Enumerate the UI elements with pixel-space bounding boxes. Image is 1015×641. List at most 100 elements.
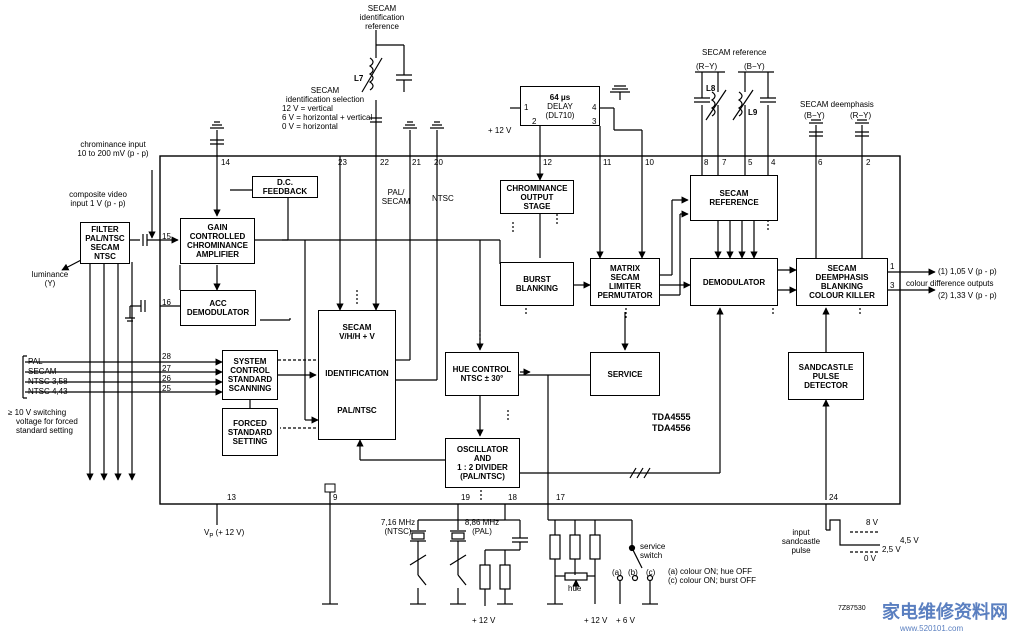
output-1-label: (1) 1,05 V (p - p) <box>938 267 997 276</box>
plus6-label: + 6 V <box>616 616 635 625</box>
pin-26: 26 <box>162 374 171 383</box>
forced-line-3: SETTING <box>232 436 268 446</box>
vp-subscript: P <box>209 533 214 540</box>
hue-line-2: NTSC ± 30° <box>460 374 504 383</box>
std-ntsc358: NTSC 3,58 <box>28 377 68 386</box>
chroma-in-1: chrominance input <box>80 140 146 149</box>
sandcastle-line-3: DETECTOR <box>804 380 848 390</box>
figure-code: 7Z87530 <box>838 605 866 612</box>
l8-label: L8 <box>706 84 716 93</box>
burst-blanking-block: BURST BLANKING <box>500 262 574 306</box>
secam-deemphasis-label: SECAM deemphasis <box>800 100 874 109</box>
burst-line-1: BURST <box>523 275 551 284</box>
sc-input-2: sandcastle <box>781 537 821 546</box>
osc-line-2: AND <box>473 454 492 463</box>
delay-line-3: (DL710) <box>545 110 575 120</box>
service-block: SERVICE <box>590 352 660 396</box>
pin-1: 1 <box>890 262 895 271</box>
switch-legend: (a) colour ON; hue OFF (c) colour ON; bu… <box>668 567 756 585</box>
switch-legend-c: (c) colour ON; burst OFF <box>668 576 757 585</box>
acc-demodulator-block: ACC DEMODULATOR <box>180 290 256 326</box>
chip-name-2: TDA4556 <box>652 423 691 433</box>
pin-10: 10 <box>645 158 654 167</box>
chroma-out-line-3: STAGE <box>523 201 551 211</box>
pin-11: 11 <box>603 158 612 167</box>
secam-id-selection-label: SECAM identification selection <box>270 86 380 104</box>
pin-21: 21 <box>412 158 421 167</box>
switch-a-label: (a) <box>612 568 622 577</box>
std-secam: SECAM <box>28 367 57 376</box>
pin-15: 15 <box>162 232 171 241</box>
chip-name-1: TDA4555 <box>652 412 691 422</box>
syscon-line-3: STANDARD <box>227 375 273 384</box>
secam-reference-block: SECAM REFERENCE <box>690 175 778 221</box>
ntsc-label: NTSC <box>432 194 454 203</box>
secam-id-ref-1: SECAM <box>367 4 397 13</box>
sc-25v-label: 2,5 V <box>882 545 901 554</box>
pin-20: 20 <box>434 158 443 167</box>
composite-2: input 1 V (p - p) <box>70 199 126 208</box>
pin-12: 12 <box>543 158 552 167</box>
matrix-line-3: LIMITER <box>609 282 641 291</box>
secam-id-top-1: SECAM <box>342 323 372 332</box>
l7-label: L7 <box>354 74 364 83</box>
pin-22: 22 <box>380 158 389 167</box>
luminance-label: luminance (Y) <box>28 270 72 288</box>
secam-id-reference-label: SECAM identification reference <box>354 4 410 31</box>
vp-symbol: V <box>204 528 210 537</box>
vp-value: (+ 12 V) <box>215 528 245 537</box>
sc-45v-label: 4,5 V <box>900 536 919 545</box>
pin-2: 2 <box>866 158 871 167</box>
delay-pin-3: 3 <box>592 117 597 126</box>
secam-id-mid: IDENTIFICATION <box>325 369 389 378</box>
chroma-out-line-2: OUTPUT <box>520 192 554 202</box>
matrix-line-4: PERMUTATOR <box>597 291 653 300</box>
secam-sel-5: 0 V = horizontal <box>282 122 338 131</box>
chroma-out-line-1: CHROMINANCE <box>506 183 568 193</box>
secam-id-ref-2: identification <box>359 13 405 22</box>
composite-1: composite video <box>69 190 127 199</box>
pin-5: 5 <box>748 158 753 167</box>
pin-25: 25 <box>162 384 171 393</box>
std-pal: PAL <box>28 357 43 366</box>
hue-control-block: HUE CONTROL NTSC ± 30° <box>445 352 519 396</box>
pin-17: 17 <box>556 493 565 502</box>
delay-pin-4: 4 <box>592 103 597 112</box>
sc-8v-label: 8 V <box>866 518 879 527</box>
deemph-line-3: BLANKING <box>820 282 864 291</box>
switching-voltage-label: ≥ 10 V switching voltage for forced stan… <box>8 408 78 435</box>
pin-24: 24 <box>829 493 838 502</box>
filter-line-2: PAL/NTSC <box>85 234 125 243</box>
delay-pin-2: 2 <box>532 117 537 126</box>
acc-line-2: DEMODULATOR <box>186 308 250 317</box>
pal-secam-1: PAL/ <box>387 188 405 197</box>
l9-label: L9 <box>748 108 758 117</box>
sandcastle-input-label: input sandcastle pulse <box>780 528 822 555</box>
watermark-url: www.520101.com <box>900 624 964 633</box>
gain-line-4: AMPLIFIER <box>195 250 240 259</box>
dc-feedback-block: D.C. FEEDBACK <box>252 176 318 198</box>
switch-v-3: standard setting <box>16 426 73 435</box>
secam-reference-label: SECAM reference <box>702 48 767 57</box>
secam-ref-line-1: SECAM <box>719 189 749 198</box>
sc-input-3: pulse <box>791 546 811 555</box>
deemph-line-4: COLOUR KILLER <box>809 291 875 300</box>
osc-line-3: 1 : 2 DIVIDER <box>457 463 508 472</box>
xtal-pal-label: 8,86 MHz (PAL) <box>460 518 504 536</box>
pin-7: 7 <box>722 158 727 167</box>
standard-list-label: PAL SECAM NTSC 3,58 NTSC 4,43 <box>28 357 68 397</box>
syscon-line-2: CONTROL <box>230 366 270 375</box>
gain-line-2: CONTROLLED <box>189 232 246 241</box>
sandcastle-line-1: SANDCASTLE <box>798 362 854 372</box>
pin-6: 6 <box>818 158 823 167</box>
delay-line-block: 64 μs DELAY (DL710) <box>520 86 600 126</box>
chrominance-output-block: CHROMINANCE OUTPUT STAGE <box>500 180 574 214</box>
service-switch-label: service switch <box>640 542 665 560</box>
switch-b-label: (b) <box>628 568 638 577</box>
vp-label: VP (+ 12 V) <box>204 528 244 542</box>
sc-0v-label: 0 V <box>864 554 877 563</box>
xtal-ntsc-label: 7,16 MHz (NTSC) <box>378 518 418 536</box>
secam-sel-2: identification selection <box>285 95 365 104</box>
ry-label-ref: (R−Y) <box>696 62 718 71</box>
